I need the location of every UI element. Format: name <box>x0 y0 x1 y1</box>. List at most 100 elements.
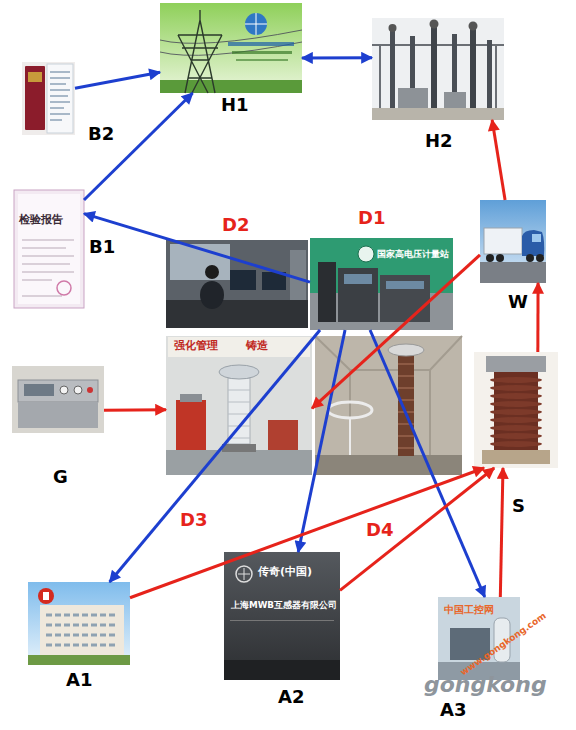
transformer-photo-part <box>474 352 558 468</box>
truck-photo-part <box>522 230 544 256</box>
photo-caption: 强化管理 <box>174 340 218 353</box>
transformer-photo-part <box>490 401 542 407</box>
control-console-photo-part <box>74 386 82 394</box>
truck-photo-part <box>484 228 522 254</box>
transformer-photo-part <box>490 385 542 391</box>
transformer-photo-part <box>490 433 542 439</box>
node-label: G <box>53 467 68 488</box>
test-equipment-photo-part <box>219 365 259 379</box>
test-report-photo-part <box>57 281 71 295</box>
metering-station-photo-part <box>344 274 372 284</box>
high-voltage-hall-photo-part <box>328 402 372 418</box>
test-equipment-photo-part <box>180 394 202 402</box>
test-equipment-photo-part <box>166 450 312 475</box>
photo-node: 强化管理 铸造 <box>166 336 312 475</box>
node-label: B2 <box>88 124 114 145</box>
high-voltage-hall-photo-part <box>315 336 462 455</box>
photo-node: W <box>480 200 546 283</box>
high-voltage-hall-photo <box>315 336 462 475</box>
control-console-photo-part <box>87 387 93 393</box>
truck-photo-part <box>536 254 544 262</box>
node-label: A3 <box>440 700 466 721</box>
watermark-text: gongkong <box>424 672 547 697</box>
operator-room-photo <box>166 240 308 328</box>
substation-photo-part <box>390 28 395 108</box>
certificate-photo-part <box>25 66 45 130</box>
substation-photo-part <box>470 26 476 108</box>
node-label: A2 <box>278 687 304 708</box>
metering-station-photo-part <box>380 275 430 322</box>
flow-arrow <box>84 214 310 283</box>
factory-photo-part <box>28 582 130 665</box>
power-grid-photo-part <box>245 13 267 35</box>
company-sign-photo <box>224 552 340 680</box>
substation-photo-part <box>430 20 439 29</box>
power-grid-photo <box>160 3 302 93</box>
substation-photo-part <box>431 24 437 108</box>
power-grid-photo-part <box>178 10 222 93</box>
certificate-photo <box>22 62 75 135</box>
substation-photo <box>372 18 504 120</box>
transformer-photo-part <box>490 425 542 431</box>
transformer-photo-part <box>482 450 550 464</box>
flow-arrow <box>302 56 372 59</box>
certificate-photo-part <box>22 62 75 135</box>
high-voltage-hall-photo-part <box>315 336 462 475</box>
control-console-photo-part <box>12 366 104 433</box>
substation-photo-part <box>444 92 466 108</box>
factory-photo-part <box>46 615 118 645</box>
high-voltage-hall-photo-part <box>398 364 414 448</box>
high-voltage-hall-photo-part <box>315 455 462 475</box>
photo-node: B2 <box>22 62 75 135</box>
flow-arrow <box>370 330 485 597</box>
power-grid-photo-part <box>160 3 302 93</box>
factory-photo-part <box>43 592 49 600</box>
flow-arrow <box>492 120 505 200</box>
test-equipment-photo-part <box>228 390 250 438</box>
node-label: B1 <box>89 237 115 258</box>
transformer-photo-part <box>490 417 542 423</box>
certificate-photo-part <box>50 72 70 120</box>
node-label: D2 <box>222 215 249 236</box>
test-equipment-photo-part <box>176 400 206 450</box>
photo-node: G <box>12 366 104 433</box>
transformer-photo-part <box>490 393 542 399</box>
operator-room-photo-part <box>290 250 306 300</box>
substation-photo-part <box>487 40 492 108</box>
power-grid-photo-part <box>245 13 267 35</box>
operator-room-photo-part <box>205 265 219 279</box>
watermark-text: 中国工控网 <box>444 604 494 616</box>
factory-photo-part <box>40 605 124 655</box>
truck-photo <box>480 200 546 283</box>
metering-station-photo-part <box>318 262 336 322</box>
flow-arrow <box>104 408 166 412</box>
high-voltage-hall-photo-part <box>349 418 351 455</box>
photo-node: D2 <box>166 240 308 328</box>
node-label: W <box>508 292 528 313</box>
control-console-photo-part <box>18 380 98 402</box>
substation-photo-part <box>372 18 504 120</box>
photo-caption: 国家高电压计量站 <box>377 249 449 259</box>
operator-room-photo-part <box>166 240 308 328</box>
photo-caption: 铸造 <box>246 340 268 353</box>
truck-photo-part <box>532 234 541 242</box>
node-label: H1 <box>221 95 249 116</box>
truck-photo-part <box>496 254 504 262</box>
flow-arrow <box>130 468 484 598</box>
substation-photo-part <box>469 22 478 31</box>
node-label: H2 <box>425 131 453 152</box>
truck-photo-part <box>486 254 494 262</box>
photo-node: D1国家高电压计量站 <box>310 238 453 330</box>
company-sign-photo-part <box>224 552 340 680</box>
truck-photo-part <box>480 200 546 283</box>
flow-arrow <box>298 330 345 552</box>
metering-station-photo-part <box>358 246 374 262</box>
transformer-photo-part <box>490 409 542 415</box>
factory-photo-part <box>28 655 130 665</box>
test-equipment-photo-part <box>222 444 256 452</box>
company-sign-photo-part <box>230 620 334 621</box>
photo-caption: 传奇(中国) <box>258 566 312 579</box>
company-sign-photo-part <box>236 566 252 582</box>
control-console-photo-part <box>24 384 54 396</box>
company-sign-photo-part <box>238 568 250 580</box>
